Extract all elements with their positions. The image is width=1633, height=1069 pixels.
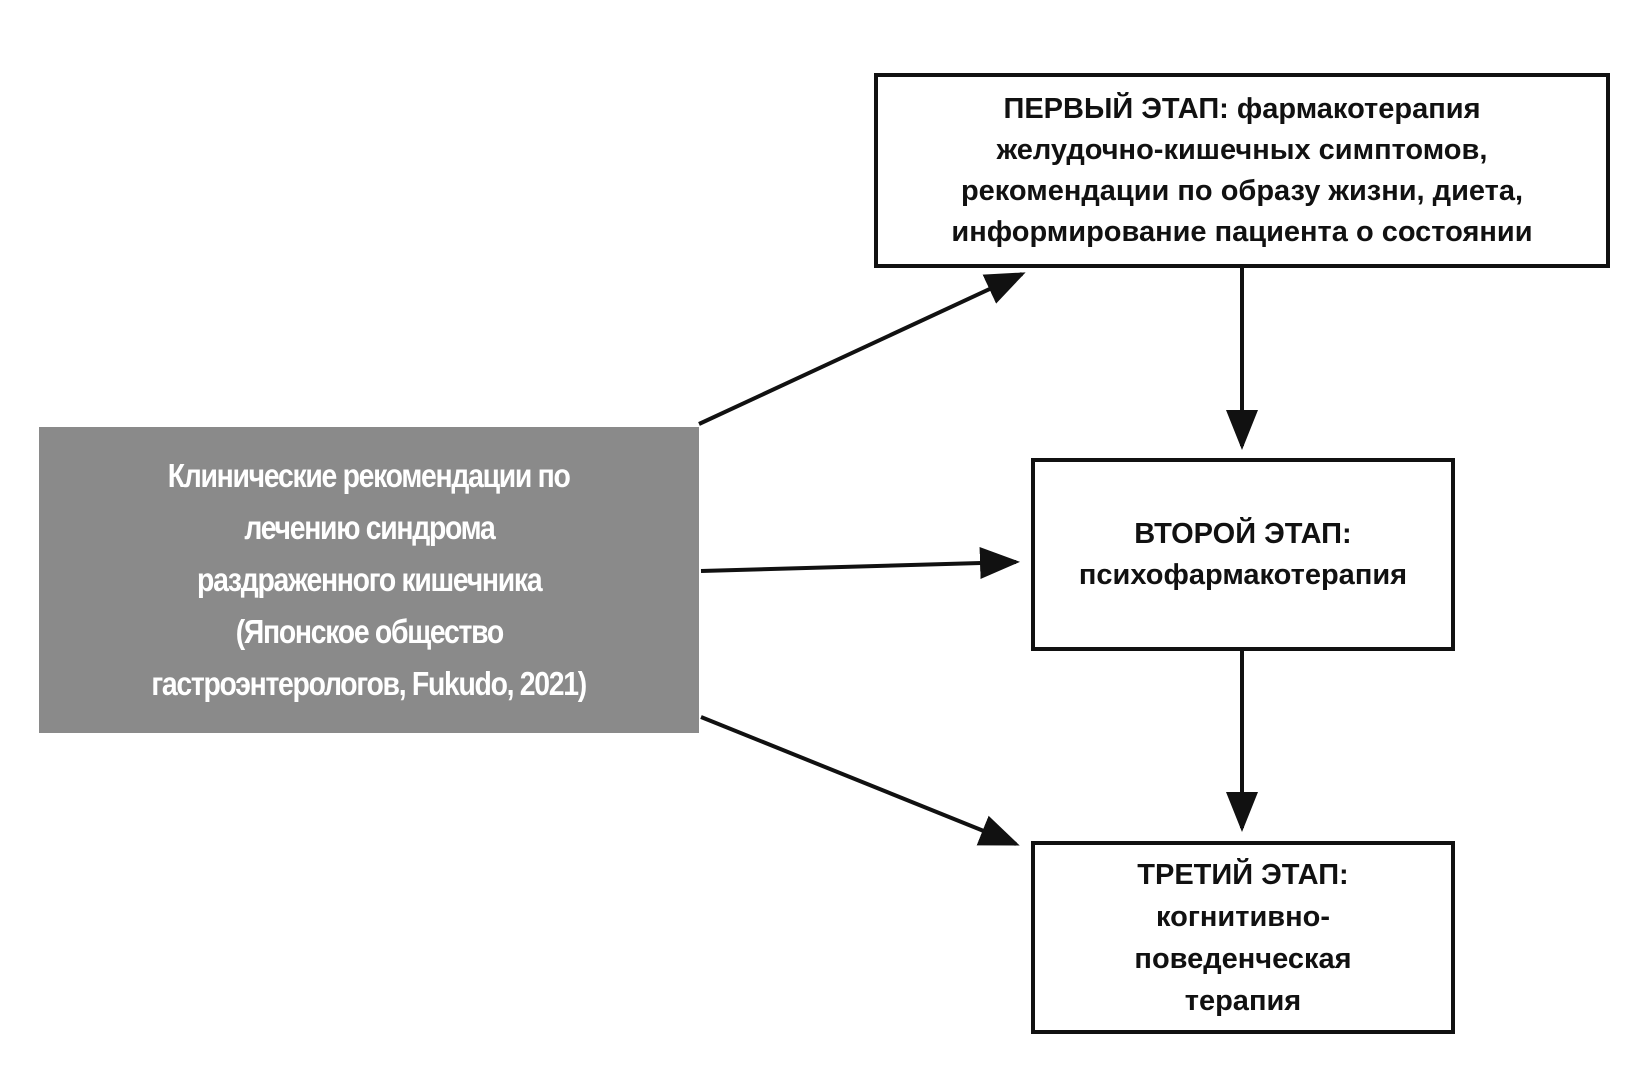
source-guidelines-box: Клинические рекомендации по лечению синд…: [39, 427, 699, 733]
stage1-label: ПЕРВЫЙ ЭТАП:: [1003, 92, 1229, 125]
stage1-line: ПЕРВЫЙ ЭТАП: фармакотерапия: [1003, 89, 1480, 130]
source-line: раздраженного кишечника: [196, 561, 543, 598]
stage2-line: психофармакотерапия: [1078, 558, 1408, 591]
stage1-line: желудочно-кишечных симптомов,: [996, 133, 1488, 166]
stage3-label: ТРЕТИЙ ЭТАП:: [1137, 858, 1349, 891]
stage2-box: ВТОРОЙ ЭТАП: психофармакотерапия: [1031, 458, 1455, 651]
stage1-line: информирование пациента о состоянии: [951, 215, 1533, 248]
stage1-line: рекомендации по образу жизни, диета,: [960, 174, 1524, 207]
arrow-source-to-stage3: [700, 715, 1020, 846]
stage3-line: когнитивно-: [1155, 900, 1330, 933]
stage3-line: терапия: [1184, 984, 1302, 1017]
stage2-label: ВТОРОЙ ЭТАП:: [1134, 517, 1352, 550]
source-line: Клинические рекомендации по: [168, 457, 571, 494]
stage3-box: ТРЕТИЙ ЭТАП: когнитивно- поведенческая т…: [1031, 841, 1455, 1034]
stage1-text: фармакотерапия: [1228, 92, 1481, 125]
arrow-source-to-stage2: [700, 547, 1020, 580]
stage1-box: ПЕРВЫЙ ЭТАП: фармакотерапия желудочно-ки…: [874, 73, 1610, 268]
arrow-source-to-stage1: [698, 272, 1026, 426]
source-line: лечению синдрома: [243, 509, 495, 546]
source-line: гастроэнтерологов, Fukudo, 2021): [151, 665, 588, 702]
source-line: (Японское общество: [235, 613, 503, 650]
stage3-line: поведенческая: [1134, 942, 1352, 975]
